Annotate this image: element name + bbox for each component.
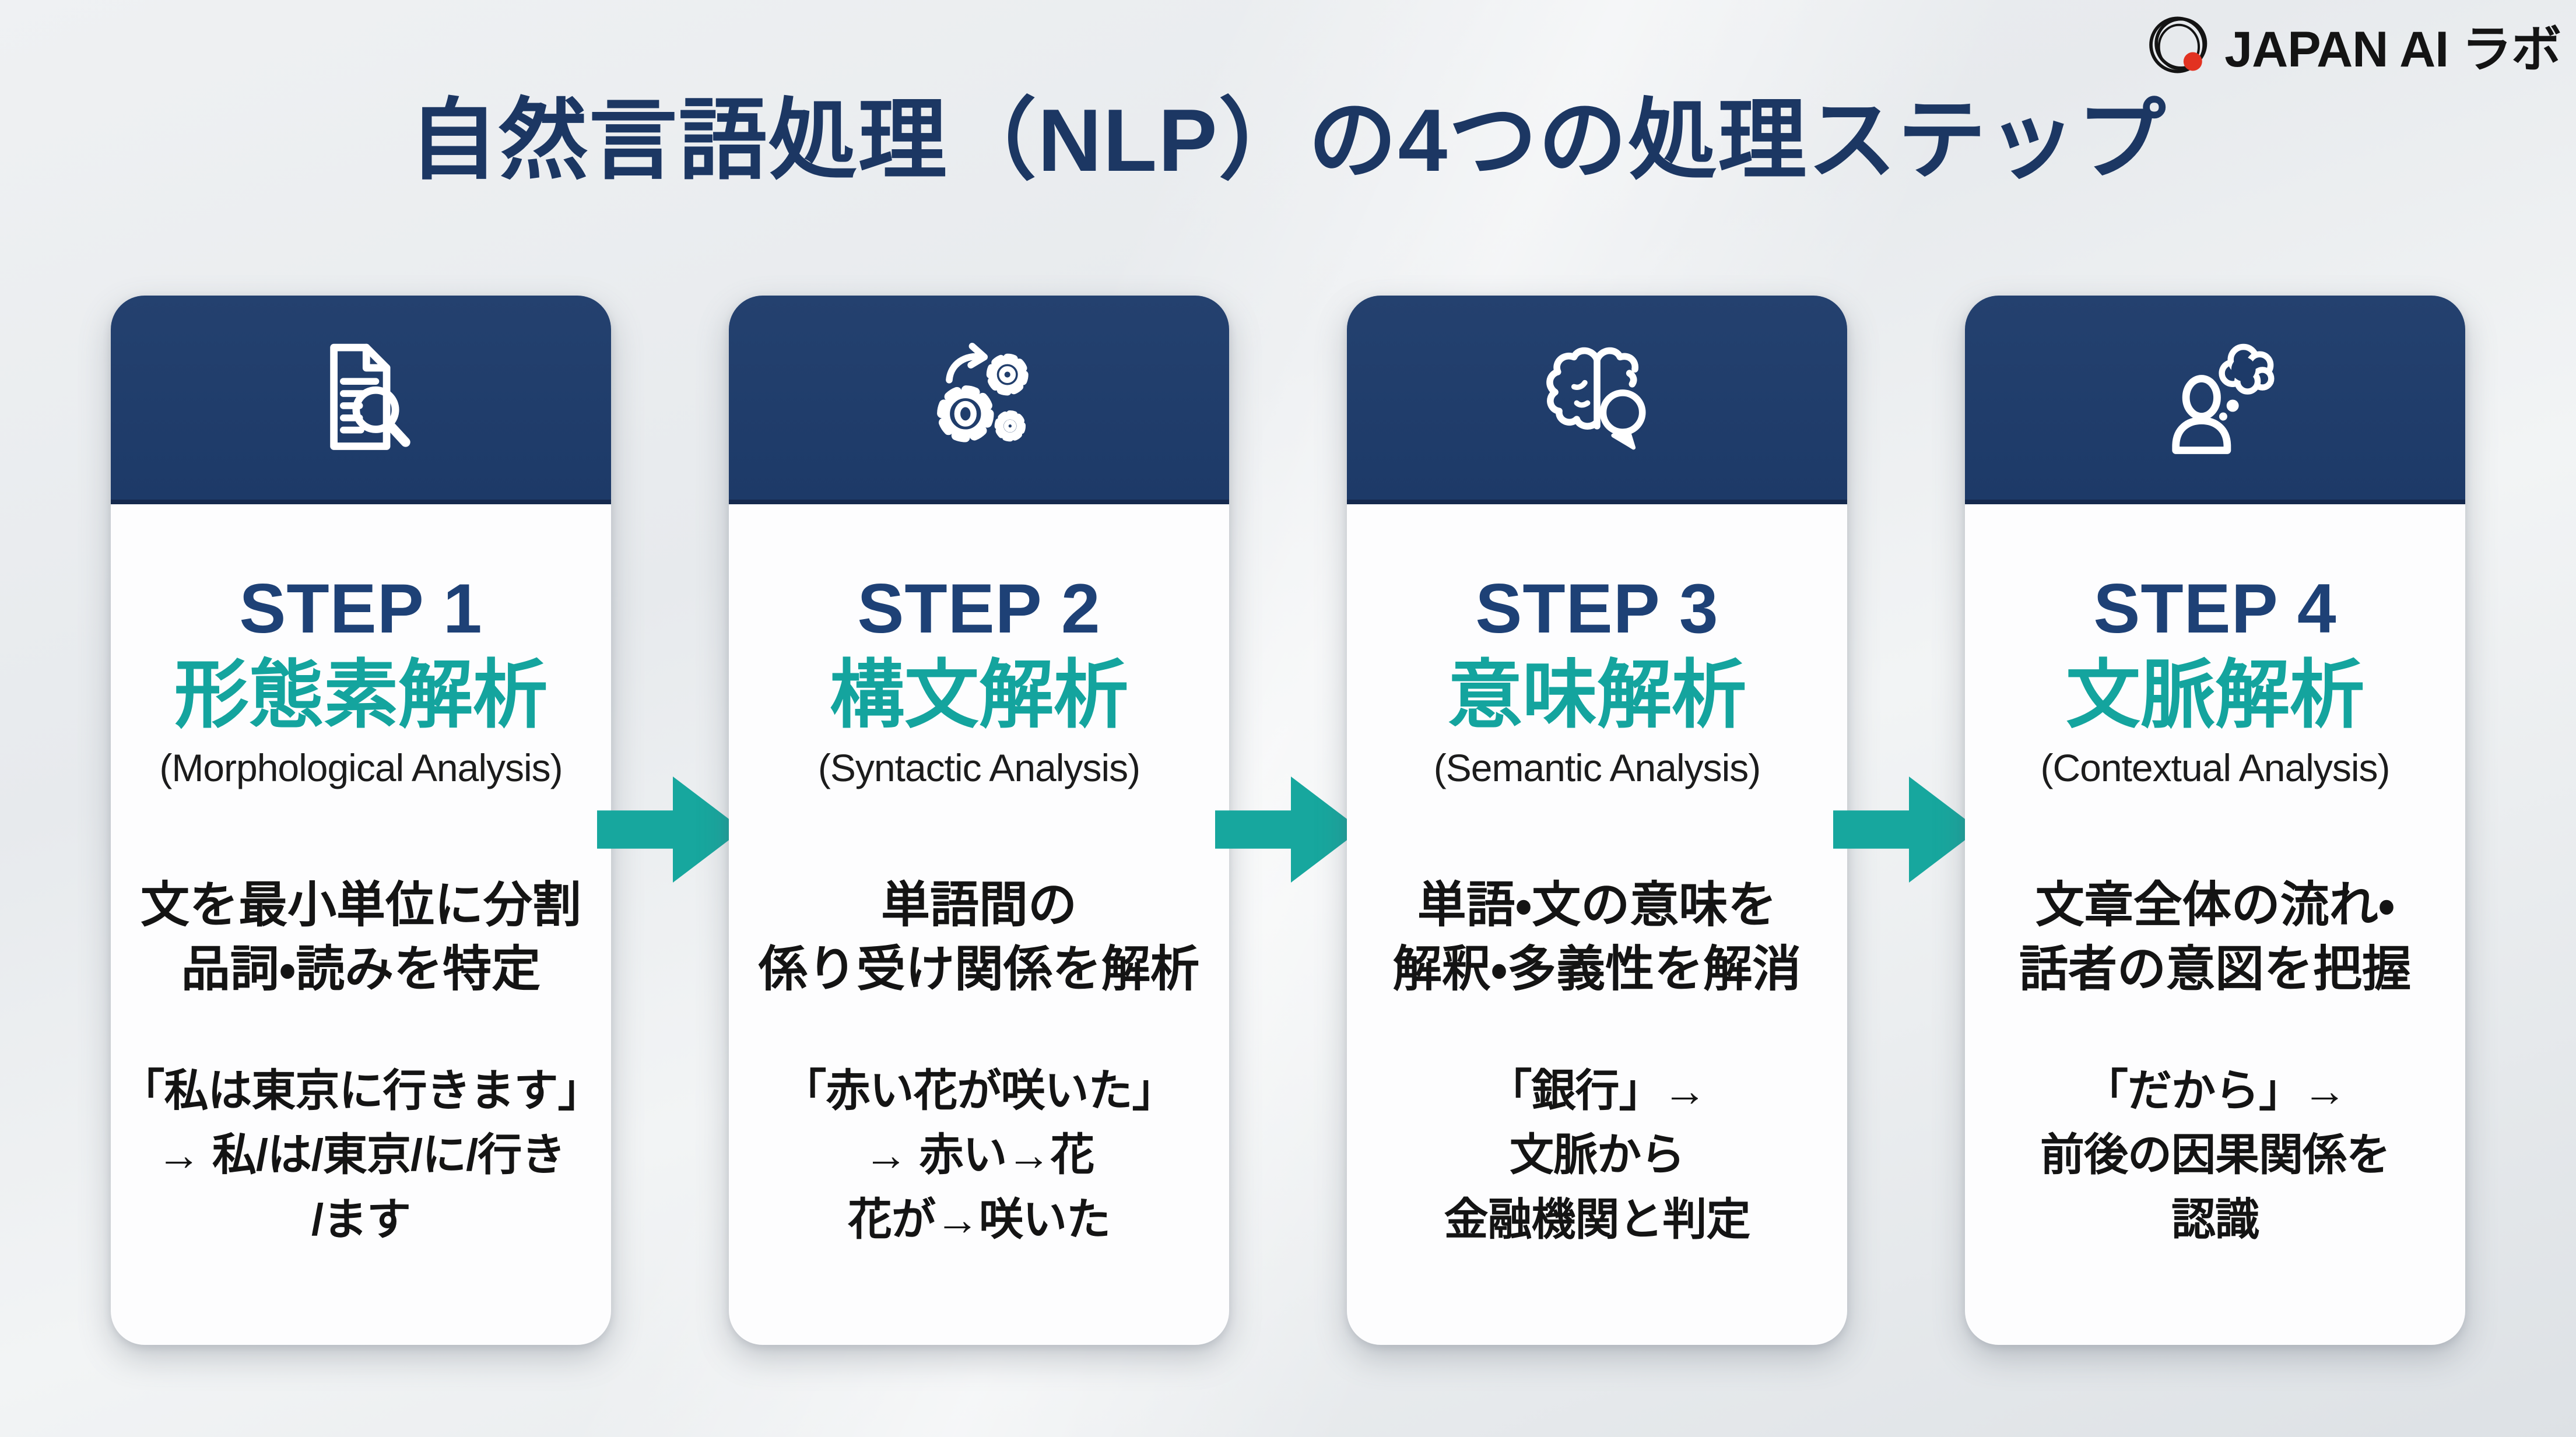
step-1-title-jp: 形態素解析 <box>174 653 548 737</box>
step-card-1-header <box>111 296 611 504</box>
brain-speech-bubble-icon <box>1546 347 1646 450</box>
step-4-description: 文章全体の流れ・ 話者の意図を把握 <box>2019 877 2411 997</box>
step-2-title-en: (Syntactic Analysis) <box>817 746 1140 789</box>
step-1-example: 「私は東京に行きます」 → 私/は/東京/に/行き /ます <box>120 1066 602 1245</box>
flow-arrow-2 <box>1215 777 1361 883</box>
step-2-label: STEP 2 <box>857 570 1101 648</box>
step-3-label: STEP 3 <box>1475 570 1719 648</box>
flow-arrow-3 <box>1833 777 1979 883</box>
step-card-2: STEP 2 構文解析 (Syntactic Analysis) 単語間の 係り… <box>729 296 1229 1345</box>
person-thought-cloud-icon <box>2172 343 2275 454</box>
step-4-title-jp: 文脈解析 <box>2065 653 2364 737</box>
brand-logo-text: JAPAN AI ラボ <box>2224 22 2561 78</box>
step-3-description: 単語・文の意味を 解釈・多義性を解消 <box>1392 877 1802 997</box>
step-1-label: STEP 1 <box>239 570 483 648</box>
step-card-2-header <box>729 296 1229 504</box>
step-3-title-en: (Semantic Analysis) <box>1433 746 1761 789</box>
step-card-3: STEP 3 意味解析 (Semantic Analysis) 単語・文の意味を… <box>1347 296 1847 1345</box>
step-2-title-jp: 構文解析 <box>829 653 1128 737</box>
document-search-icon <box>330 343 410 450</box>
step-1-description: 文を最小単位に分割 品詞・読みを特定 <box>140 877 581 997</box>
step-2-description: 単語間の 係り受け関係を解析 <box>758 877 1199 997</box>
gears-process-icon <box>937 343 1029 442</box>
step-3-example: 「銀行」→ 文脈から 金融機関と判定 <box>1444 1066 1751 1245</box>
brand-logo: JAPAN AI ラボ <box>2146 8 2561 81</box>
orbit-rings-with-red-dot-icon <box>2149 16 2208 73</box>
step-card-1: STEP 1 形態素解析 (Morphological Analysis) 文を… <box>111 296 611 1345</box>
step-4-label: STEP 4 <box>2093 570 2337 648</box>
step-card-3-header <box>1347 296 1847 504</box>
step-3-title-jp: 意味解析 <box>1447 653 1746 737</box>
step-card-4-header <box>1965 296 2465 504</box>
flow-arrow-1 <box>597 777 743 883</box>
step-2-example: 「赤い花が咲いた」 → 赤い→花 花が→咲いた <box>782 1066 1177 1245</box>
page-title: 自然言語処理（NLP）の4つの処理ステップ <box>409 91 2167 190</box>
step-card-4: STEP 4 文脈解析 (Contextual Analysis) 文章全体の流… <box>1965 296 2465 1345</box>
step-1-title-en: (Morphological Analysis) <box>159 746 563 789</box>
step-4-example: 「だから」→ 前後の因果関係を 認識 <box>2040 1066 2391 1245</box>
step-4-title-en: (Contextual Analysis) <box>2040 746 2391 789</box>
